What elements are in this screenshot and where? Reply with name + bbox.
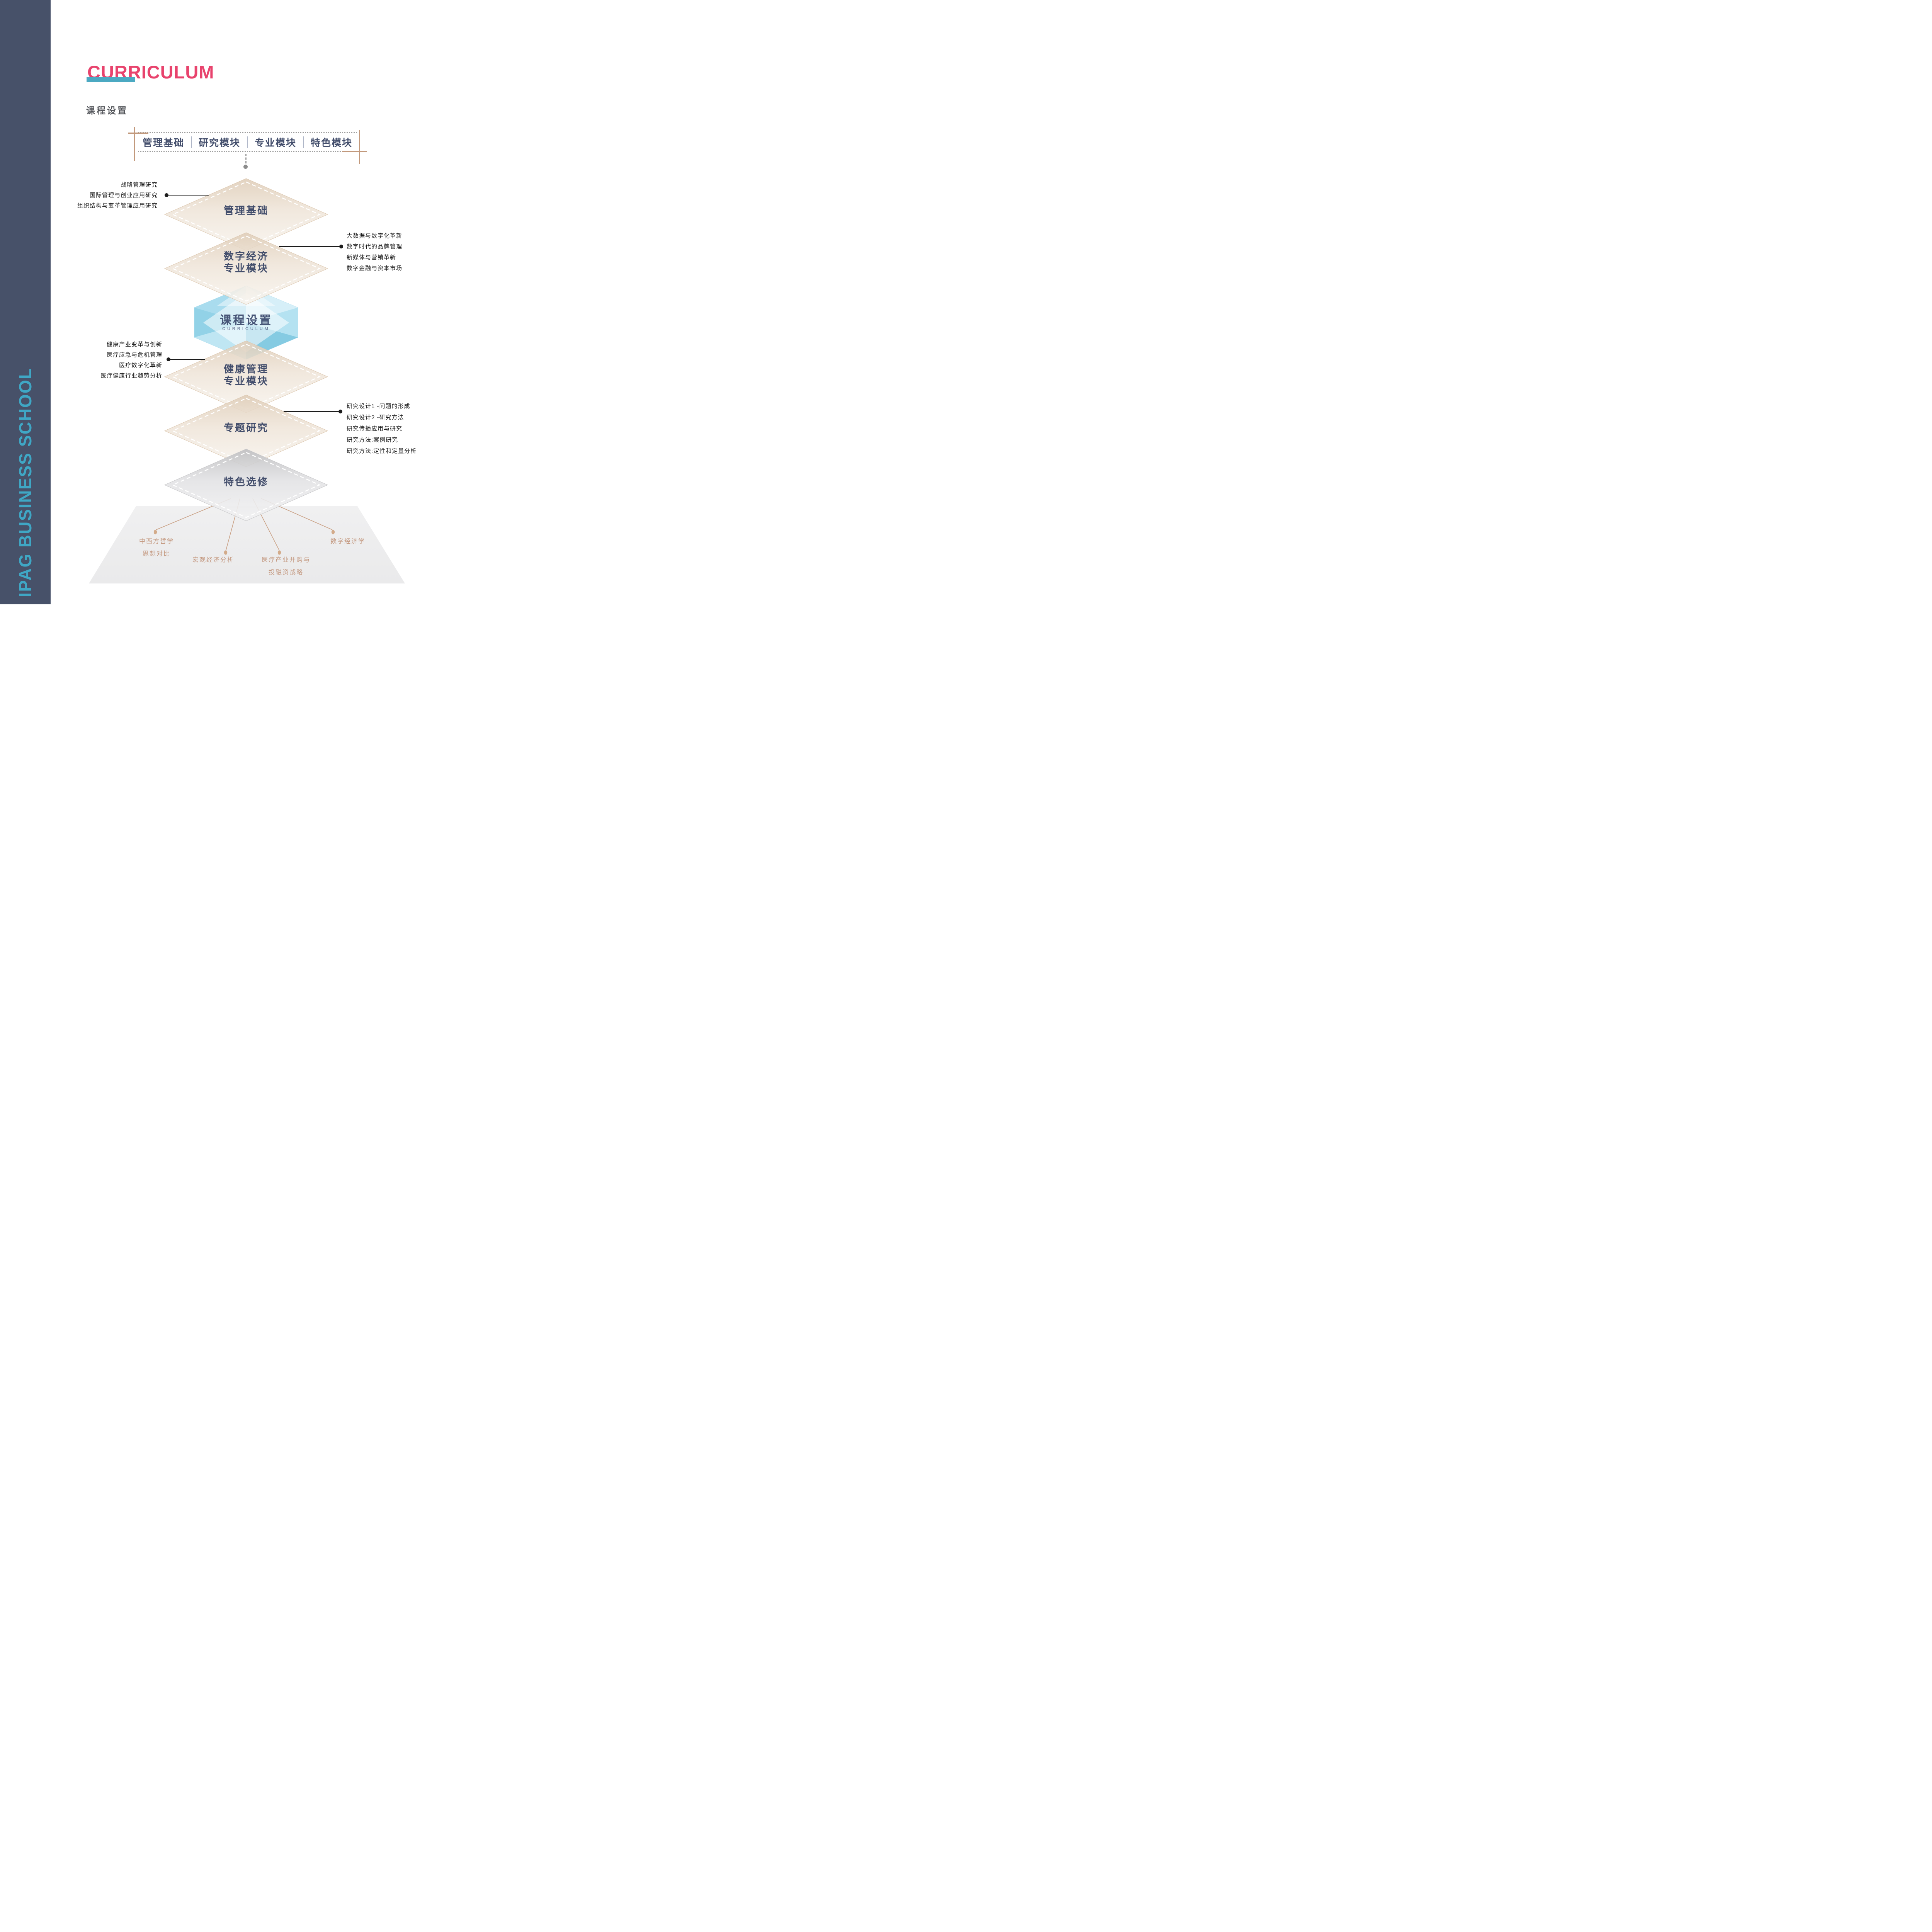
module-item-1: 管理基础 [143,138,185,148]
pyramid-label-4: 专题研究 [188,422,304,434]
annotation-line: 数字金融与资本市场 [347,265,403,272]
separator-icon [191,136,192,148]
elective-dot-2 [224,550,228,555]
section-title: 课程设置 [86,105,128,116]
elective-label-2: 宏观经济分析 [175,554,252,566]
pyramid-level-5-dashed-border [171,452,321,518]
elective-label-line: 投融资战略 [268,569,303,576]
elective-label-line: 数字经济学 [330,538,365,545]
module-item-2: 研究模块 [198,138,240,148]
pyramid-level-2-dashed-border [171,235,321,302]
elective-label-line: 思想对比 [142,551,170,557]
annotation-digital-economy: 大数据与数字化革新 数字时代的品牌管理 新媒体与营销革新 数字金融与资本市场 [347,231,402,274]
elective-label-line: 宏观经济分析 [192,557,234,563]
annotation-line: 组织结构与变革管理应用研究 [77,202,158,209]
annotation-line: 大数据与数字化革新 [347,233,403,239]
pyramid-label-4-line: 专题研究 [223,422,269,434]
elective-dot-4 [331,530,335,534]
sidebar: IPAG BUSINESS SCHOOL [0,0,51,604]
pyramid-label-5-line: 特色选修 [223,476,269,488]
elective-label-4: 数字经济学 [309,536,386,548]
pyramid-label-1-line: 管理基础 [223,205,269,216]
annotation-line: 医疗健康行业趋势分析 [100,372,162,379]
pyramid-label-2-line: 专业模块 [223,262,269,274]
annotation-management-foundation: 战略管理研究 国际管理与创业应用研究 组织结构与变革管理应用研究 [77,180,158,211]
annotation-dot-4 [338,410,342,413]
annotation-line: 医疗应急与危机管理 [106,352,162,358]
annotation-dot-1 [165,193,168,197]
pyramid-label-3-line: 健康管理 [223,363,269,375]
diagram-artwork [89,178,405,583]
gem-title: 课程设置 [220,314,272,327]
module-item-3: 专业模块 [254,138,296,148]
pyramid-label-3: 健康管理 专业模块 [188,363,304,387]
dashed-connector [245,154,247,163]
annotation-dot-3 [167,357,170,361]
annotation-line: 数字时代的品牌管理 [347,243,403,250]
pyramid-label-3-line: 专业模块 [223,375,269,387]
separator-icon [247,136,248,148]
floor-plane [89,506,405,583]
annotation-line: 国际管理与创业应用研究 [89,192,158,199]
elective-dots [153,530,335,555]
elective-label-1: 中西方哲学 思想对比 [118,536,195,560]
sidebar-vertical-brand: IPAG BUSINESS SCHOOL [15,367,35,597]
elective-label-line: 中西方哲学 [139,538,174,545]
pyramid-label-1: 管理基础 [188,205,304,217]
gem-subtitle: CURRICULUM [222,327,270,331]
annotation-connectors [165,193,343,413]
pyramid-label-2-line: 数字经济 [223,250,269,262]
corner-mark-left-vertical [134,127,135,161]
annotation-line: 研究传播应用与研究 [347,425,403,432]
elective-dot-1 [153,530,157,534]
pyramid-levels [164,178,328,521]
module-item-4: 特色模块 [310,138,352,148]
annotation-line: 战略管理研究 [120,182,158,188]
annotation-line: 医疗数字化革新 [119,362,162,369]
pyramid-level-2 [164,232,328,305]
annotation-line: 健康产业变革与创新 [106,341,162,348]
annotation-health-management: 健康产业变革与创新 医疗应急与危机管理 医疗数字化革新 医疗健康行业趋势分析 [100,339,162,381]
pyramid-label-5: 特色选修 [188,476,304,488]
corner-mark-left-horizontal [128,133,148,134]
annotation-line: 研究方法:案例研究 [347,437,398,443]
pyramid-level-5 [164,449,328,521]
elective-label-3: 医疗产业并购与 投融资战略 [247,554,325,579]
separator-icon [303,136,304,148]
annotation-line: 研究方法:定性和定量分析 [347,448,417,454]
annotation-line: 新媒体与营销革新 [347,254,396,261]
page: IPAG BUSINESS SCHOOL CURRICULUM 课程设置 管理基… [0,0,445,604]
annotation-dot-2 [339,245,343,248]
corner-mark-right-vertical [359,130,360,164]
module-bar: 管理基础 研究模块 专业模块 特色模块 [138,132,357,152]
corner-mark-right-horizontal [342,151,367,152]
connector-dot [243,165,248,169]
annotation-research-topics: 研究设计1 -问题的形成 研究设计2 -研究方法 研究传播应用与研究 研究方法:… [347,401,417,457]
annotation-line: 研究设计1 -问题的形成 [347,403,410,410]
pyramid-label-2: 数字经济 专业模块 [188,250,304,274]
annotation-line: 研究设计2 -研究方法 [347,414,404,421]
elective-label-line: 医疗产业并购与 [261,557,310,563]
title-underline-bar [87,77,135,82]
elective-dot-3 [277,550,281,555]
